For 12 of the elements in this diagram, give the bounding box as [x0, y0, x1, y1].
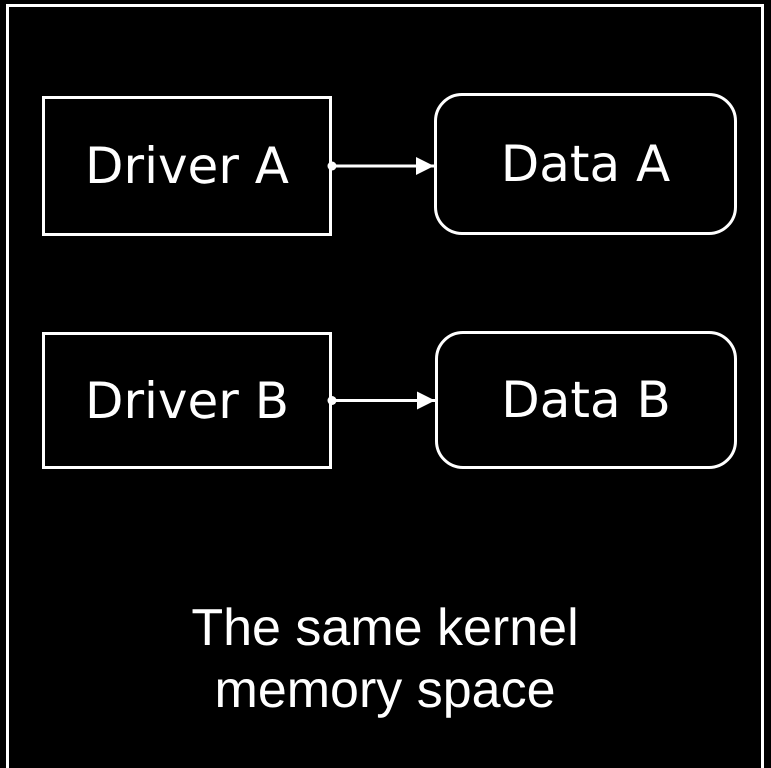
- container-box: [6, 4, 764, 768]
- arrow: [328, 392, 435, 410]
- data-box: [434, 93, 737, 235]
- arrow: [328, 157, 434, 175]
- box-label: Driver B: [84, 370, 290, 430]
- driver-box: [42, 96, 332, 236]
- data-box: [435, 331, 737, 469]
- box-label: Data A: [500, 134, 670, 194]
- caption-text: The same kernel memory space: [190, 598, 580, 722]
- driver-box: [42, 332, 332, 469]
- box-label: Driver A: [85, 136, 289, 196]
- box-label: Data B: [501, 370, 671, 430]
